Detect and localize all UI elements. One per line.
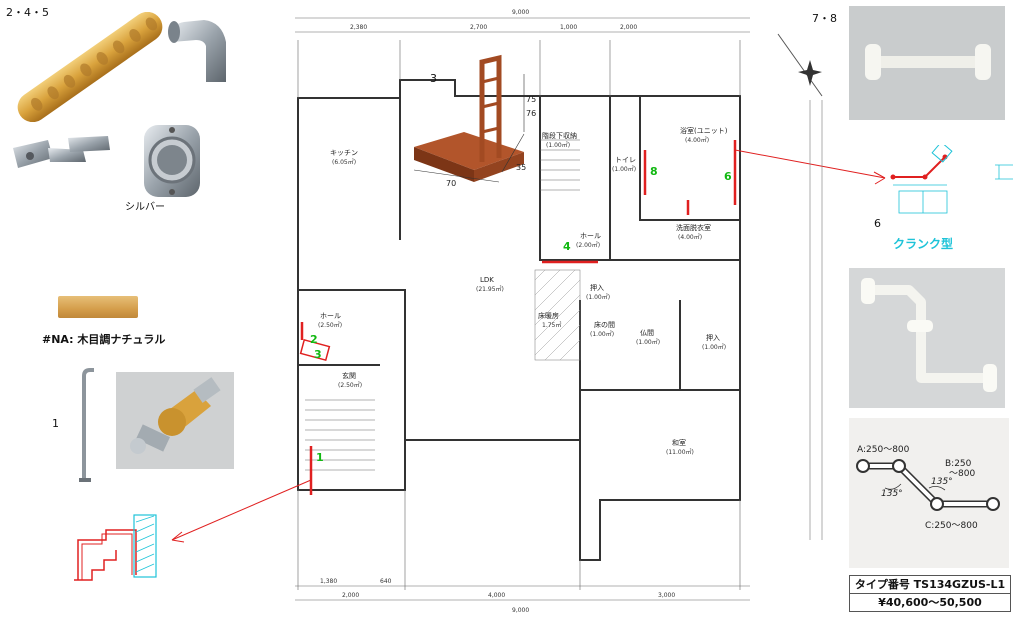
room-toilet: トイレ (615, 156, 636, 164)
angle-label-2: 135° (931, 477, 953, 487)
dim-b-label-2: ～800 (949, 469, 975, 479)
handrail-post-photo (79, 368, 94, 482)
room-kitchen: キッチン (330, 149, 358, 157)
l-shaped-grab-bar-photo (849, 268, 1005, 408)
room-washitsu: 和室 (672, 438, 686, 447)
room-bathroom: 浴室(ユニット) (680, 126, 728, 135)
bottom-total-dim: 9,000 (512, 607, 529, 614)
room-tokonoma-area: (1.00㎡) (590, 330, 614, 338)
dim-b-label-1: B:250 (945, 459, 972, 469)
step-depth-dim: 35 (516, 163, 526, 172)
room-kitchen-area: (6.05㎡) (332, 158, 356, 166)
room-hall: ホール (320, 312, 341, 320)
wood-natural-label: #NA: 木目調ナチュラル (42, 333, 166, 346)
step-width-dim: 70 (446, 179, 456, 188)
step-height-dim-2: 76 (526, 109, 536, 118)
room-floor-heating-area: 1.75㎡ (542, 321, 561, 329)
angle-label-1: 135° (881, 489, 903, 499)
room-closet-2: 押入 (706, 333, 720, 342)
crank-type-label: クランク型 (893, 237, 954, 251)
marker-3: 3 (314, 348, 322, 361)
room-bathroom-area: (4.00㎡) (685, 136, 709, 144)
room-hall-2: ホール (580, 232, 601, 240)
top-dim-1: 2,380 (350, 24, 367, 31)
room-hall-area: (2.50㎡) (318, 321, 342, 329)
group-label-78: 7・8 (812, 12, 837, 25)
room-ldk-area: (21.95㎡) (476, 285, 504, 293)
type-number: タイプ番号 TS134GZUS-L1 (854, 578, 1006, 591)
price-range: ¥40,600～50,500 (850, 593, 1010, 611)
step-with-handrail-photo: 70 35 75 76 (413, 54, 536, 188)
compass-icon (777, 33, 823, 97)
wall-bracket-photo (13, 136, 110, 168)
straight-grab-bar-photo (849, 6, 1005, 120)
item-3-label: 3 (430, 72, 437, 85)
bottom-dim-3: 3,000 (658, 592, 675, 599)
top-dim-2: 2,700 (470, 24, 487, 31)
item-6-label: 6 (874, 217, 881, 230)
bottom-dim-1: 2,000 (342, 592, 359, 599)
crank-bar-drawing (890, 145, 1013, 214)
room-understair-area: (1.00㎡) (546, 141, 570, 149)
room-closet-1: 押入 (590, 283, 604, 292)
wooden-handrail-photo (17, 12, 163, 122)
room-closet-2-area: (1.00㎡) (702, 343, 726, 351)
room-washitsu-area: (11.00㎡) (666, 448, 694, 456)
room-butsuma: 仏間 (640, 329, 654, 337)
bottom-small-dim-2: 640 (380, 578, 392, 585)
room-entrance-area: (2.50㎡) (338, 381, 362, 389)
marker-6: 6 (724, 170, 732, 183)
socket-flange-photo (144, 125, 200, 197)
room-floor-heating: 床暖房 (538, 311, 559, 320)
right-dimension-strip (809, 100, 823, 540)
bottom-small-dim-1: 1,380 (320, 578, 337, 585)
stair-section-sketch (74, 514, 157, 581)
dim-c-label: C:250～800 (925, 521, 978, 531)
top-dim-4: 2,000 (620, 24, 637, 31)
bottom-dim-2: 4,000 (488, 592, 505, 599)
room-washroom: 洗面脱衣室 (676, 223, 711, 232)
group-label-245: 2・4・5 (6, 6, 49, 19)
room-toilet-area: (1.00㎡) (612, 165, 636, 173)
silver-label: シルバー (125, 202, 165, 213)
room-tokonoma: 床の間 (594, 320, 615, 329)
room-ldk: LDK (480, 276, 494, 284)
spec-price-box: タイプ番号 TS134GZUS-L1 ¥40,600～50,500 (849, 575, 1011, 612)
room-understair-storage: 階段下収納 (542, 131, 577, 140)
room-washroom-area: (4.00㎡) (678, 233, 702, 241)
room-entrance: 玄関 (342, 371, 356, 380)
marker-2: 2 (310, 333, 318, 346)
wood-color-swatch (58, 296, 138, 318)
room-closet-1-area: (1.00㎡) (586, 293, 610, 301)
top-dim-3: 1,000 (560, 24, 577, 31)
crank-dimension-diagram: A:250～800 B:250 ～800 135° 135° C:250～800 (856, 445, 1000, 531)
adjustable-joint-photo (130, 377, 221, 454)
dim-a-label: A:250～800 (857, 445, 910, 455)
step-height-dim-1: 75 (526, 95, 536, 104)
floor-plan: 9,000 2,380 2,700 1,000 2,000 キッチン (6.05… (295, 9, 750, 614)
elbow-fitting-photo (168, 20, 226, 82)
marker-4: 4 (563, 240, 571, 253)
top-total-dim: 9,000 (512, 9, 529, 16)
item-1-label: 1 (52, 417, 59, 430)
marker-1: 1 (316, 451, 324, 464)
marker-8: 8 (650, 165, 658, 178)
room-hall-2-area: (2.00㎡) (576, 241, 600, 249)
room-butsuma-area: (1.00㎡) (636, 338, 660, 346)
